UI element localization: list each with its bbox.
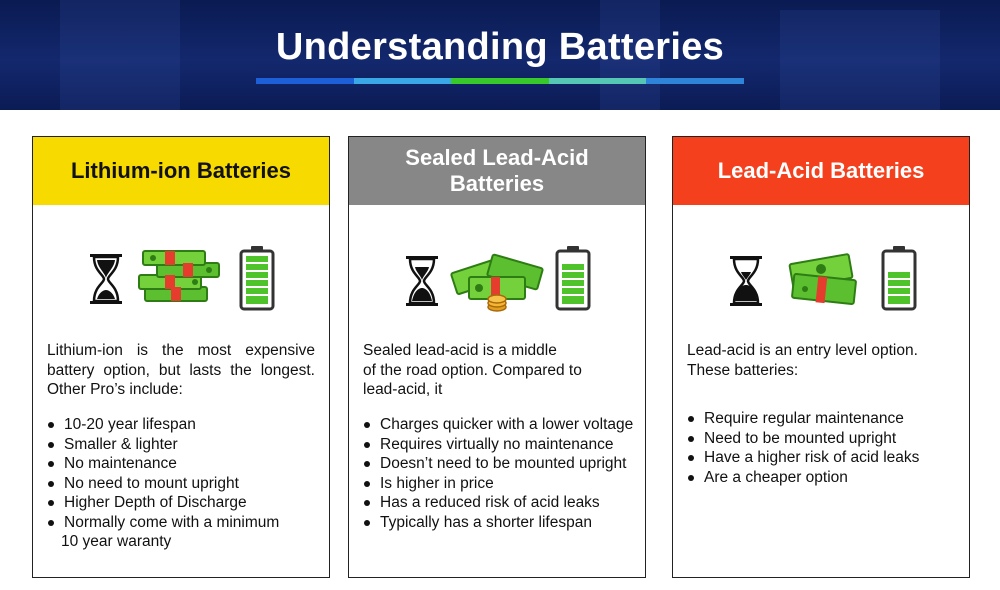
list-item: Requires virtually no maintenance	[363, 435, 639, 455]
lead-acid-card: Lead-Acid Batteries	[672, 136, 970, 578]
banner-background-panel	[600, 0, 660, 110]
card-description: Lithium-ion is the most expensive batter…	[47, 341, 315, 400]
card-header: Lead-Acid Batteries	[673, 137, 969, 205]
underline-segment	[548, 78, 647, 84]
hourglass-icon	[90, 254, 122, 304]
hourglass-icon	[730, 256, 762, 306]
title-underline	[256, 78, 744, 84]
card-icons	[33, 239, 329, 319]
battery-full-icon	[239, 246, 275, 311]
description-line: These batteries:	[687, 361, 799, 379]
list-item: Has a reduced risk of acid leaks	[363, 493, 639, 513]
list-item: Are a cheaper option	[687, 468, 963, 488]
description-line: Other Pro’s include:	[47, 381, 183, 398]
card-icons	[673, 239, 969, 319]
card-description: Lead-acid is an entry level option. Thes…	[687, 341, 955, 380]
features-list: Charges quicker with a lower voltage Req…	[363, 415, 639, 532]
title-banner: Understanding Batteries	[0, 0, 1000, 110]
banner-background-panel	[60, 0, 180, 110]
underline-segment	[646, 78, 744, 84]
description-line: Sealed lead-acid is a middle	[363, 342, 557, 359]
description-line: Lithium-ion is the most expensive	[47, 342, 315, 359]
list-item: Is higher in price	[363, 474, 639, 494]
underline-segment	[451, 78, 549, 84]
lithium-ion-card: Lithium-ion Batteries	[32, 136, 330, 578]
money-and-coins-icon	[450, 253, 544, 312]
banner-background-panel	[780, 10, 940, 110]
page-title: Understanding Batteries	[275, 26, 725, 68]
list-item: Higher Depth of Discharge	[47, 493, 323, 513]
card-header: Lithium-ion Batteries	[33, 137, 329, 205]
card-header-text: Batteries	[449, 171, 545, 196]
list-item: Charges quicker with a lower voltage	[363, 415, 639, 435]
card-header-text: Sealed Lead-Acid	[405, 145, 589, 170]
list-item: No need to mount upright	[47, 474, 323, 494]
description-line: Lead-acid is an entry level option.	[687, 342, 918, 359]
sealed-lead-acid-card: Sealed Lead-Acid Batteries	[348, 136, 646, 578]
card-header-text: Lithium-ion Batteries	[70, 158, 291, 183]
list-item: Need to be mounted upright	[687, 429, 963, 449]
money-small-icon	[788, 253, 857, 305]
card-header: Sealed Lead-Acid Batteries	[349, 137, 645, 205]
card-description: Sealed lead-acid is a middle of the road…	[363, 341, 631, 400]
description-line: battery option, but lasts the longest.	[47, 361, 315, 379]
description-line: of the road option. Compared to	[363, 361, 582, 379]
pros-list: 10-20 year lifespan Smaller & lighter No…	[47, 415, 323, 532]
list-item: Doesn’t need to be mounted upright	[363, 454, 639, 474]
battery-half-icon	[881, 246, 917, 311]
list-item: Typically has a shorter lifespan	[363, 513, 639, 533]
description-line: lead-acid, it	[363, 381, 443, 398]
list-item: Normally come with a minimum	[47, 513, 323, 533]
card-header-text: Lead-Acid Batteries	[717, 158, 925, 183]
list-item: No maintenance	[47, 454, 323, 474]
characteristics-list: Require regular maintenance Need to be m…	[687, 409, 963, 487]
list-item-continuation: 10 year waranty	[61, 533, 172, 550]
underline-segment	[353, 78, 452, 84]
list-item: Require regular maintenance	[687, 409, 963, 429]
battery-mostly-full-icon	[555, 246, 591, 311]
hourglass-icon	[406, 256, 438, 306]
money-stacks-icon	[138, 250, 220, 302]
list-item: Smaller & lighter	[47, 435, 323, 455]
underline-segment	[256, 78, 354, 84]
list-item: 10-20 year lifespan	[47, 415, 323, 435]
list-item: Have a higher risk of acid leaks	[687, 448, 963, 468]
card-icons	[349, 239, 645, 319]
